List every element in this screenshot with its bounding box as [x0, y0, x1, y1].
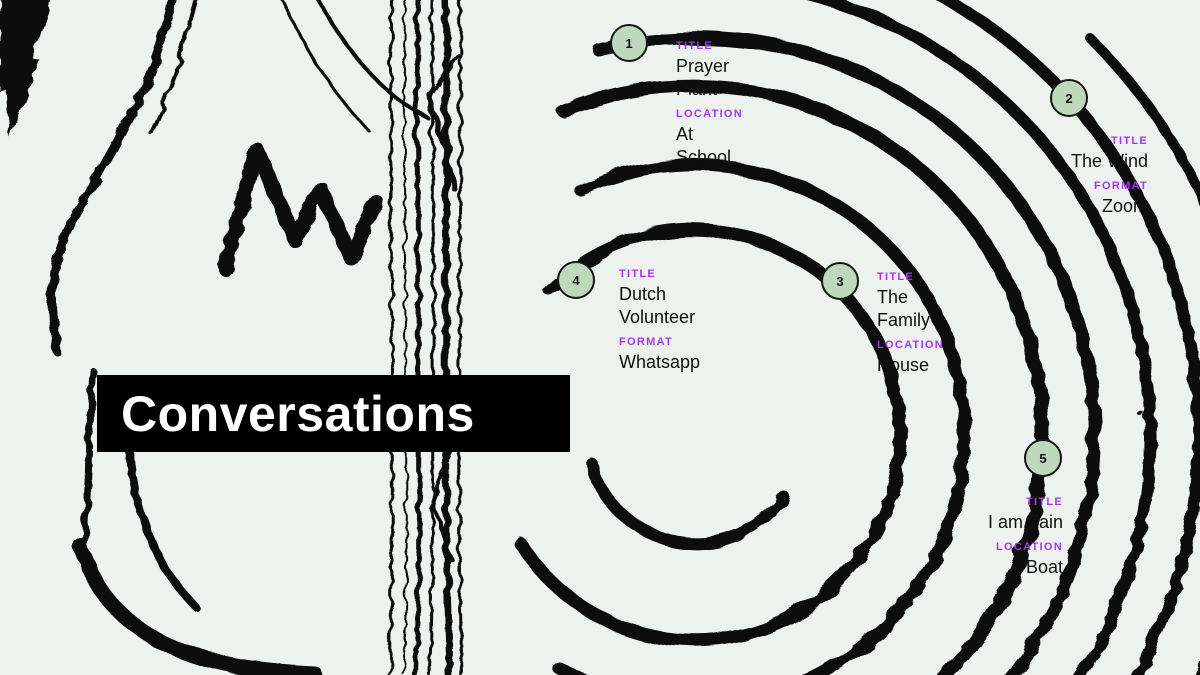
- field-label: TITLE: [676, 40, 714, 52]
- field-value: At School: [676, 124, 732, 167]
- marker-2-number-badge[interactable]: 2: [1050, 79, 1088, 117]
- field-label: TITLE: [877, 271, 915, 283]
- field-label: LOCATION: [676, 108, 744, 120]
- field-value: The Family: [877, 287, 930, 330]
- marker-5-fields: TITLE I am Zain LOCATION Boat: [923, 496, 1063, 586]
- marker-5-number-badge[interactable]: 5: [1024, 439, 1062, 477]
- field-value: Dutch Volunteer: [619, 284, 696, 327]
- field-label: TITLE: [619, 268, 657, 280]
- marker-number: 1: [625, 35, 633, 51]
- marker-3-number-badge[interactable]: 3: [821, 262, 859, 300]
- field-value: Boat: [1025, 557, 1063, 577]
- marker-number: 5: [1039, 450, 1047, 466]
- field-value: The Wind: [1070, 151, 1148, 171]
- field-value: Prayer Plant: [676, 56, 730, 99]
- page-title: Conversations: [121, 385, 475, 442]
- marker-1-number-badge[interactable]: 1: [610, 24, 648, 62]
- field-value: Whatsapp: [619, 352, 701, 372]
- field-label: TITLE: [1110, 135, 1148, 147]
- marker-1-fields: TITLE Prayer Plant LOCATION At School: [676, 40, 743, 176]
- field-value: Zoom: [1101, 196, 1148, 216]
- title-banner: Conversations: [97, 375, 570, 452]
- field-value: I am Zain: [987, 512, 1063, 532]
- marker-number: 2: [1065, 90, 1073, 106]
- field-label: TITLE: [1025, 496, 1063, 508]
- marker-number: 4: [572, 272, 580, 288]
- marker-2-fields: TITLE The Wind FORMAT Zoom: [1028, 135, 1148, 225]
- field-label: LOCATION: [995, 541, 1063, 553]
- marker-number: 3: [836, 273, 844, 289]
- marker-4-fields: TITLE Dutch Volunteer FORMAT Whatsapp: [619, 268, 700, 381]
- field-value: House: [877, 355, 930, 375]
- marker-4-number-badge[interactable]: 4: [557, 261, 595, 299]
- marker-3-fields: TITLE The Family LOCATION House: [877, 271, 944, 384]
- field-label: LOCATION: [877, 339, 945, 351]
- field-label: FORMAT: [619, 336, 674, 348]
- field-label: FORMAT: [1093, 180, 1148, 192]
